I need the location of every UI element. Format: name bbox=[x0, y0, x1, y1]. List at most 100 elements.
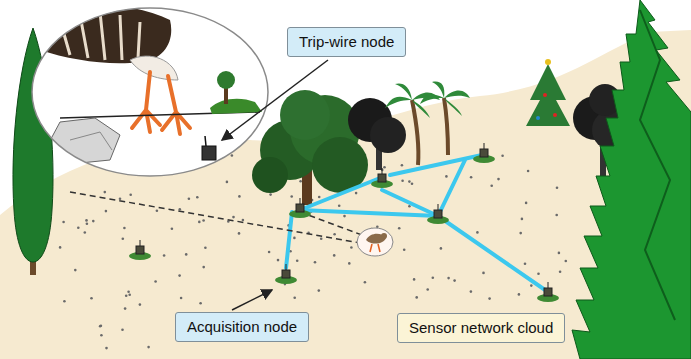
ground-dot bbox=[398, 227, 401, 230]
ground-dot bbox=[99, 325, 102, 328]
ground-dot bbox=[408, 180, 411, 183]
sensor-node bbox=[275, 264, 297, 284]
pine-tree bbox=[572, 0, 691, 359]
callout-label: Trip-wire node bbox=[299, 33, 394, 51]
leader-arrow bbox=[222, 60, 328, 140]
ground-dot bbox=[232, 216, 235, 219]
ground-dot bbox=[555, 214, 558, 217]
ground-dot bbox=[204, 246, 207, 249]
ground-dot bbox=[355, 192, 358, 195]
ground-dot bbox=[231, 154, 234, 157]
ground-dot bbox=[277, 259, 280, 262]
ground-dot bbox=[124, 307, 127, 310]
ground-dot bbox=[521, 218, 524, 221]
sensor-node bbox=[427, 204, 449, 224]
sensor-node bbox=[129, 240, 151, 260]
ground-dot bbox=[178, 274, 181, 277]
callout-box: Sensor network cloud bbox=[397, 313, 565, 343]
ground-dot bbox=[121, 329, 124, 332]
ground-dot bbox=[320, 238, 323, 241]
ground-dot bbox=[156, 210, 159, 213]
ground-dot bbox=[348, 262, 351, 265]
ground-dot bbox=[269, 193, 272, 196]
ground-dot bbox=[242, 219, 245, 222]
ground-dot bbox=[171, 227, 174, 230]
ground-dot bbox=[122, 238, 125, 241]
ground-dot bbox=[501, 155, 504, 158]
ground-dot bbox=[338, 205, 341, 208]
ground-dot bbox=[77, 227, 80, 230]
ground-dot bbox=[196, 196, 199, 199]
ground-dot bbox=[185, 253, 188, 256]
inset-circle bbox=[30, 3, 268, 176]
ground-dot bbox=[268, 251, 271, 254]
ground-dot bbox=[413, 278, 416, 281]
ground-dot bbox=[59, 246, 62, 249]
ground-dot bbox=[84, 231, 87, 234]
ground-dot bbox=[415, 296, 418, 299]
ground-dot bbox=[401, 164, 404, 167]
ground-dot bbox=[293, 237, 296, 240]
ground-dot bbox=[403, 249, 406, 252]
ground-dot bbox=[364, 281, 367, 284]
ground-dot bbox=[199, 302, 202, 305]
ground-dot bbox=[556, 187, 559, 190]
sensor-node bbox=[371, 168, 393, 188]
network-links bbox=[286, 155, 548, 292]
ground-dot bbox=[470, 290, 473, 293]
ground-dot bbox=[432, 277, 435, 280]
ground-dot bbox=[74, 269, 77, 272]
ground-dot bbox=[314, 261, 317, 264]
ground-dot bbox=[202, 219, 205, 222]
ground-dot bbox=[180, 297, 183, 300]
ground-dot bbox=[447, 277, 450, 280]
ground-dot bbox=[426, 288, 429, 291]
dark-tree bbox=[348, 98, 406, 170]
ground-dot bbox=[350, 246, 353, 249]
sensor-node bbox=[289, 198, 311, 218]
ground-dot bbox=[343, 215, 346, 218]
ground-dot bbox=[476, 231, 479, 234]
leader-arrow bbox=[232, 290, 272, 310]
ground-dot bbox=[565, 260, 568, 263]
ground-dot bbox=[147, 346, 150, 349]
ground-dot bbox=[100, 325, 103, 328]
ground-dot bbox=[482, 272, 485, 275]
ground-dot bbox=[128, 294, 131, 297]
christmas-tree bbox=[526, 59, 570, 126]
ground-dot bbox=[127, 291, 130, 294]
ground-dot bbox=[318, 196, 321, 199]
ground-dot bbox=[238, 232, 241, 235]
ground-dots bbox=[59, 149, 567, 349]
ground-dot bbox=[198, 221, 201, 224]
ground-dot bbox=[497, 178, 500, 181]
ground-dot bbox=[453, 279, 456, 282]
ground-dot bbox=[85, 219, 88, 222]
ground-dot bbox=[296, 259, 299, 262]
ground-dot bbox=[125, 294, 128, 297]
ground-dot bbox=[238, 195, 241, 198]
ground-dot bbox=[92, 220, 95, 223]
ground-dot bbox=[62, 221, 65, 224]
callout-box: Trip-wire node bbox=[287, 27, 406, 57]
ground-dot bbox=[527, 170, 530, 173]
ground-dot bbox=[139, 303, 142, 306]
ground-dot bbox=[488, 297, 491, 300]
ground-dot bbox=[333, 233, 336, 236]
ground-dot bbox=[179, 208, 182, 211]
sensor-node bbox=[537, 282, 559, 302]
ground-dot bbox=[401, 180, 404, 183]
ground-dot bbox=[154, 280, 157, 283]
dashed-link bbox=[70, 192, 372, 245]
ground-dot bbox=[290, 195, 293, 198]
ground-dot bbox=[104, 191, 107, 194]
ground-dot bbox=[445, 175, 448, 178]
ground-dot bbox=[90, 297, 93, 300]
ground-dot bbox=[105, 347, 108, 350]
palm-trees bbox=[412, 98, 448, 165]
ground-dot bbox=[299, 180, 302, 183]
bird bbox=[357, 228, 393, 256]
callout-label: Sensor network cloud bbox=[409, 319, 553, 337]
ground-dot bbox=[318, 289, 321, 292]
